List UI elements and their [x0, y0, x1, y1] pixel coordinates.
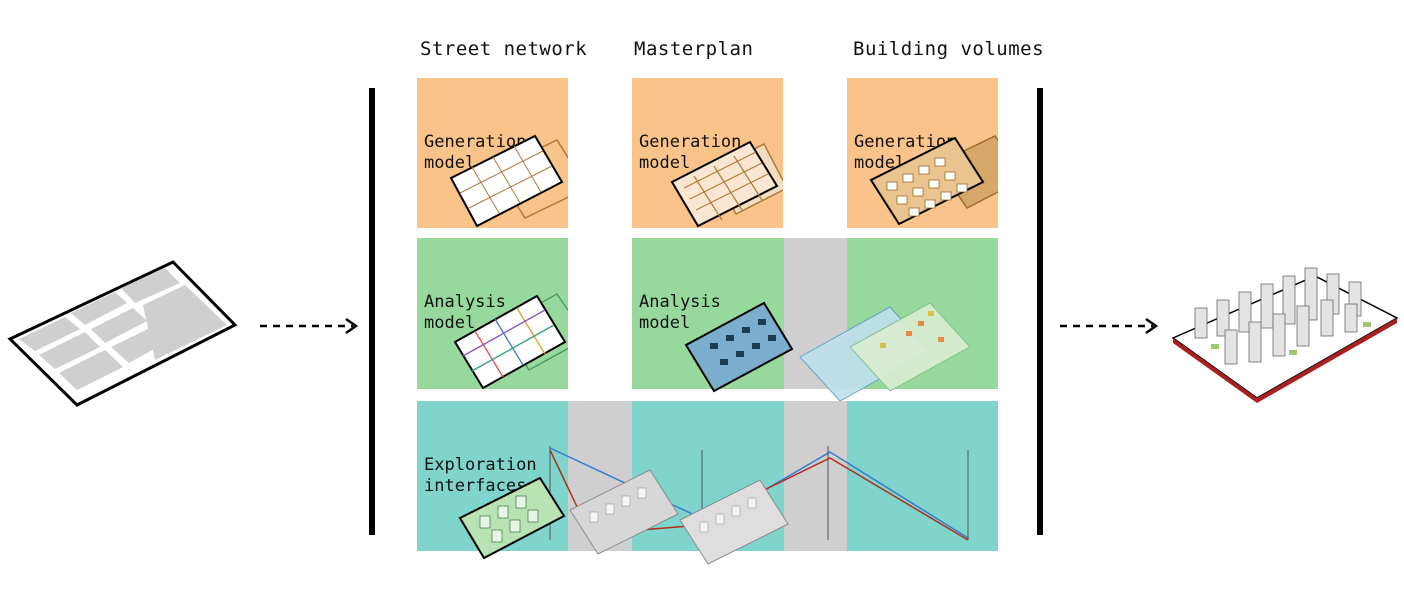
- masterplan-analysis-model-icon: [684, 301, 971, 402]
- input-dashed-arrow-icon: [260, 317, 359, 335]
- left-frame-bar: [369, 88, 375, 535]
- masterplan-blocks-icon: [670, 140, 783, 228]
- column-heading-masterplan: Masterplan: [634, 38, 754, 60]
- volumes-exploration-panel: [847, 401, 998, 551]
- output-city-model-icon: [1171, 267, 1399, 403]
- street-grid-icon: [449, 134, 568, 228]
- street-analysis-grid-icon: [453, 293, 568, 389]
- output-dashed-arrow-icon: [1060, 317, 1159, 335]
- volumes-blocks-icon: [869, 135, 998, 226]
- column-heading-street-network: Street network: [420, 38, 588, 60]
- exploration-interface-icon: [458, 446, 969, 565]
- input-street-map-icon: [7, 260, 238, 407]
- column-heading-building-volumes: Building volumes: [853, 38, 1045, 60]
- right-frame-bar: [1037, 88, 1043, 535]
